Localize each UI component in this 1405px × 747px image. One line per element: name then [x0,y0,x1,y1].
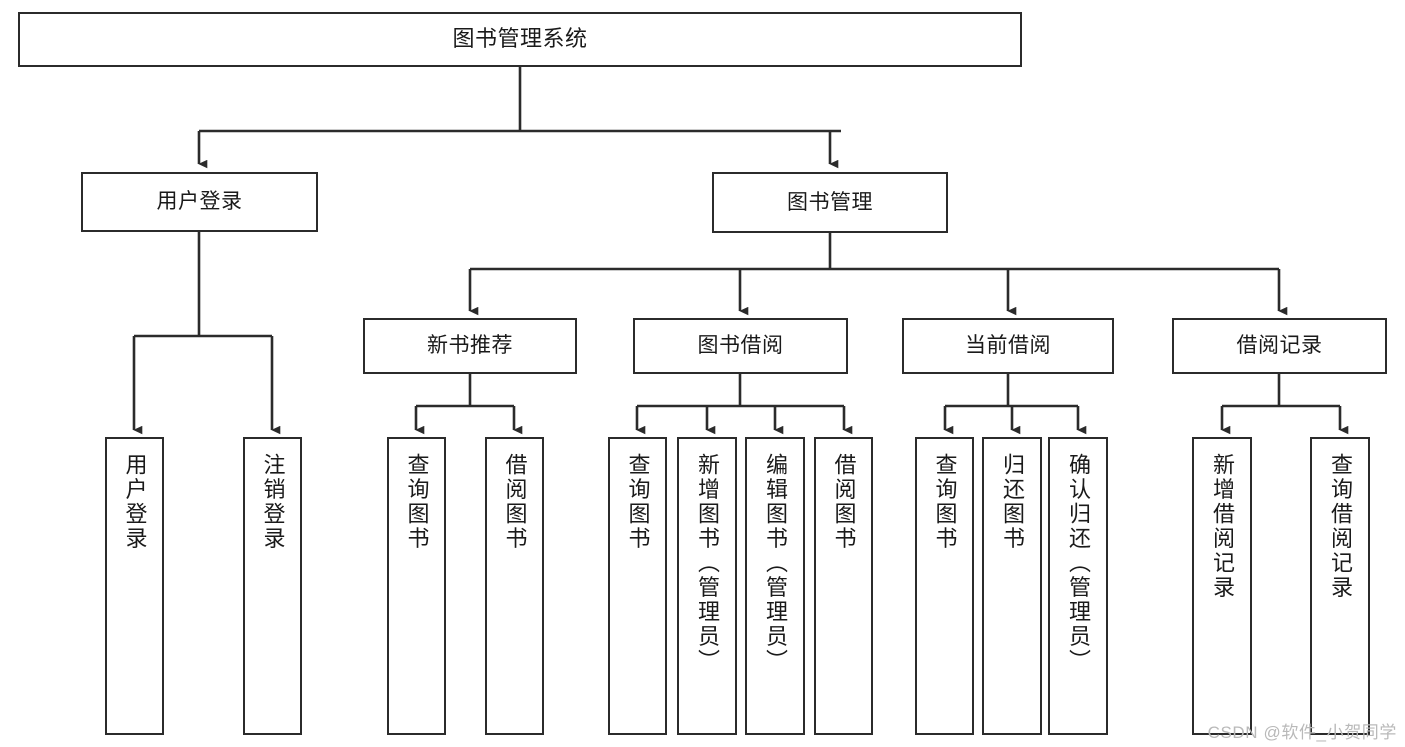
node-book-management[interactable]: 图书管理 [712,172,948,233]
node-label: 用户登录 [156,190,243,214]
node-book-borrow[interactable]: 图书借阅 [633,318,848,374]
node-label: 确认归还（管理员） [1065,453,1091,674]
node-user-login[interactable]: 用户登录 [81,172,318,232]
node-label: 查询图书 [932,453,958,551]
node-label: 图书管理 [787,190,873,214]
leaf-record-add-record[interactable]: 新增借阅记录 [1192,437,1252,735]
node-label: 查询图书 [404,453,430,551]
node-current-borrow[interactable]: 当前借阅 [902,318,1114,374]
node-label: 借阅图书 [502,453,528,551]
leaf-borrow-add-book[interactable]: 新增图书（管理员） [677,437,737,735]
leaf-current-confirm-return[interactable]: 确认归还（管理员） [1048,437,1108,735]
node-label: 图书借阅 [697,334,784,358]
leaf-borrow-query-book[interactable]: 查询图书 [608,437,667,735]
node-borrow-record[interactable]: 借阅记录 [1172,318,1387,374]
leaf-borrow-lend-book[interactable]: 借阅图书 [814,437,873,735]
node-label: 新增借阅记录 [1209,453,1235,600]
node-label: 查询借阅记录 [1327,453,1353,600]
leaf-user-login-login[interactable]: 用户登录 [105,437,164,735]
node-label: 当前借阅 [965,334,1051,358]
leaf-borrow-edit-book[interactable]: 编辑图书（管理员） [745,437,805,735]
leaf-new-book-borrow-book[interactable]: 借阅图书 [485,437,544,735]
node-label: 新增图书（管理员） [694,453,720,674]
node-label: 用户登录 [122,453,148,551]
node-label: 借阅记录 [1236,334,1323,358]
node-label: 图书管理系统 [452,26,588,52]
leaf-current-query-book[interactable]: 查询图书 [915,437,974,735]
node-label: 编辑图书（管理员） [762,453,788,674]
node-label: 查询图书 [625,453,651,551]
leaf-current-return-book[interactable]: 归还图书 [982,437,1042,735]
node-label: 新书推荐 [427,334,513,358]
node-new-book-recommend[interactable]: 新书推荐 [363,318,577,374]
leaf-record-query-record[interactable]: 查询借阅记录 [1310,437,1370,735]
node-root-system[interactable]: 图书管理系统 [18,12,1022,67]
leaf-new-book-query-book[interactable]: 查询图书 [387,437,446,735]
leaf-user-login-logout[interactable]: 注销登录 [243,437,302,735]
node-label: 借阅图书 [831,453,857,551]
node-label: 注销登录 [260,453,286,551]
node-label: 归还图书 [999,453,1025,551]
